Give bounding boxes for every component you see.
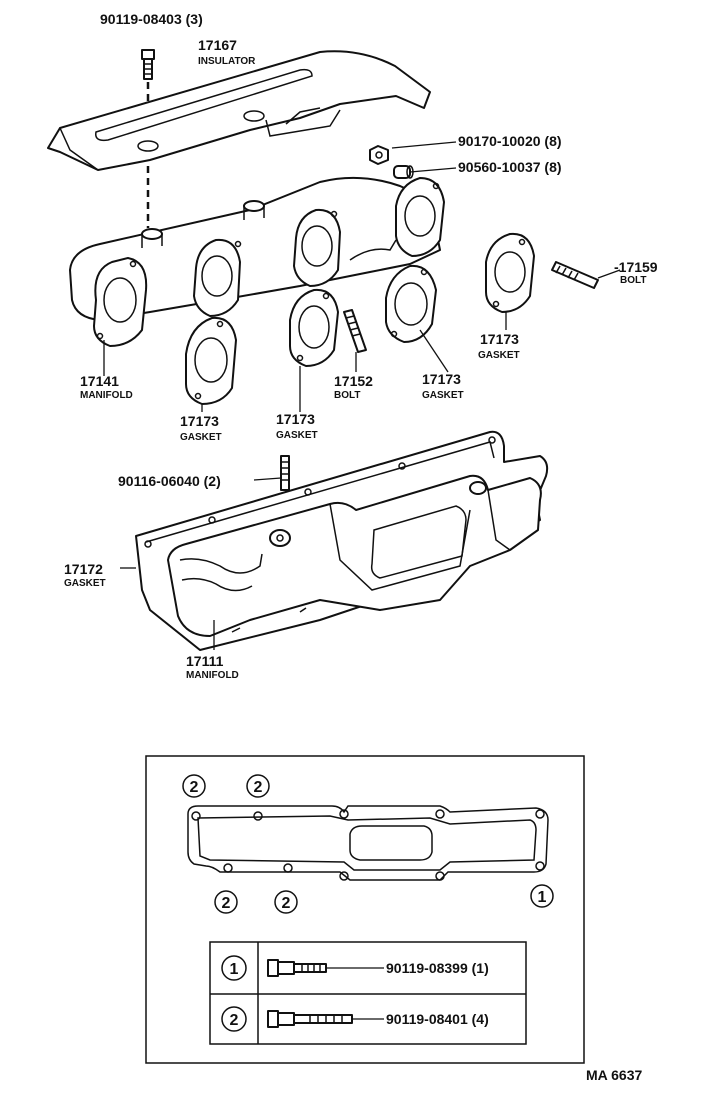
- gasket-right-icon: [485, 232, 535, 313]
- gasket-a-name: GASKET: [180, 432, 222, 443]
- legend-row-1-marker: 1: [230, 961, 239, 978]
- exhaust-manifold-name: MANIFOLD: [80, 390, 133, 401]
- svg-text:2: 2: [254, 779, 263, 796]
- stud-number: -17159: [614, 259, 658, 275]
- exhaust-manifold-icon: [69, 176, 445, 347]
- bolt-top-label: 90119-08403 (3): [100, 11, 203, 27]
- insulator-part-icon: [47, 50, 431, 171]
- intake-gasket-name: GASKET: [64, 578, 106, 589]
- insulator-name: INSULATOR: [198, 56, 256, 67]
- legend-row-2: 2 90119-08401 (4): [221, 1006, 489, 1032]
- svg-text:2: 2: [222, 895, 231, 912]
- svg-text:1: 1: [538, 889, 547, 906]
- legend-table: 1 90119-08399 (1) 2: [209, 941, 527, 1045]
- gasket-b-name: GASKET: [276, 430, 318, 441]
- gasket-c-number: 17173: [422, 371, 461, 387]
- gasket-right-number: 17173: [480, 331, 519, 347]
- legend-row-2-marker: 2: [230, 1012, 239, 1029]
- stud-right-icon: [551, 261, 599, 289]
- stud-name: BOLT: [620, 275, 646, 286]
- legend-row-2-part: 90119-08401 (4): [386, 1011, 489, 1027]
- long-bolt-icon: [267, 1010, 353, 1028]
- marker-2-d: 2: [274, 890, 298, 914]
- intake-manifold-name: MANIFOLD: [186, 670, 239, 681]
- svg-text:2: 2: [282, 895, 291, 912]
- marker-2-b: 2: [246, 774, 270, 798]
- detail-box: 2 2 2 2 1 1: [145, 755, 585, 1064]
- leader-lines: [103, 141, 621, 650]
- stud-middle-icon: [343, 309, 367, 353]
- gasket-a-icon: [185, 316, 237, 405]
- insulator-number: 17167: [198, 37, 237, 53]
- intake-gasket-number: 17172: [64, 561, 103, 577]
- bolt-mid-number: 17152: [334, 373, 373, 389]
- washer-label: 90560-10037 (8): [458, 159, 562, 175]
- stud-lower-icon: [280, 455, 290, 491]
- stud-lower-label: 90116-06040 (2): [118, 473, 221, 489]
- marker-2-c: 2: [214, 890, 238, 914]
- legend-row-1: 1 90119-08399 (1): [221, 955, 489, 981]
- gasket-right-name: GASKET: [478, 350, 520, 361]
- diagram-code: MA 6637: [586, 1067, 643, 1083]
- bolt-mid-name: BOLT: [334, 390, 360, 401]
- gasket-b-icon: [289, 288, 339, 367]
- intake-manifold-icon: [167, 474, 542, 637]
- gasket-c-icon: [385, 264, 437, 343]
- nut-icon: [369, 145, 389, 165]
- marker-2-a: 2: [182, 774, 206, 798]
- svg-text:2: 2: [190, 779, 199, 796]
- legend-row-1-part: 90119-08399 (1): [386, 960, 489, 976]
- exhaust-manifold-number: 17141: [80, 373, 119, 389]
- nut-label: 90170-10020 (8): [458, 133, 562, 149]
- intake-manifold-number: 17111: [186, 653, 224, 669]
- marker-1: 1: [530, 884, 554, 908]
- gasket-c-name: GASKET: [422, 390, 464, 401]
- short-bolt-icon: [267, 959, 327, 977]
- gasket-a-number: 17173: [180, 413, 219, 429]
- gasket-b-number: 17173: [276, 411, 315, 427]
- detail-gasket-icon: [187, 805, 549, 881]
